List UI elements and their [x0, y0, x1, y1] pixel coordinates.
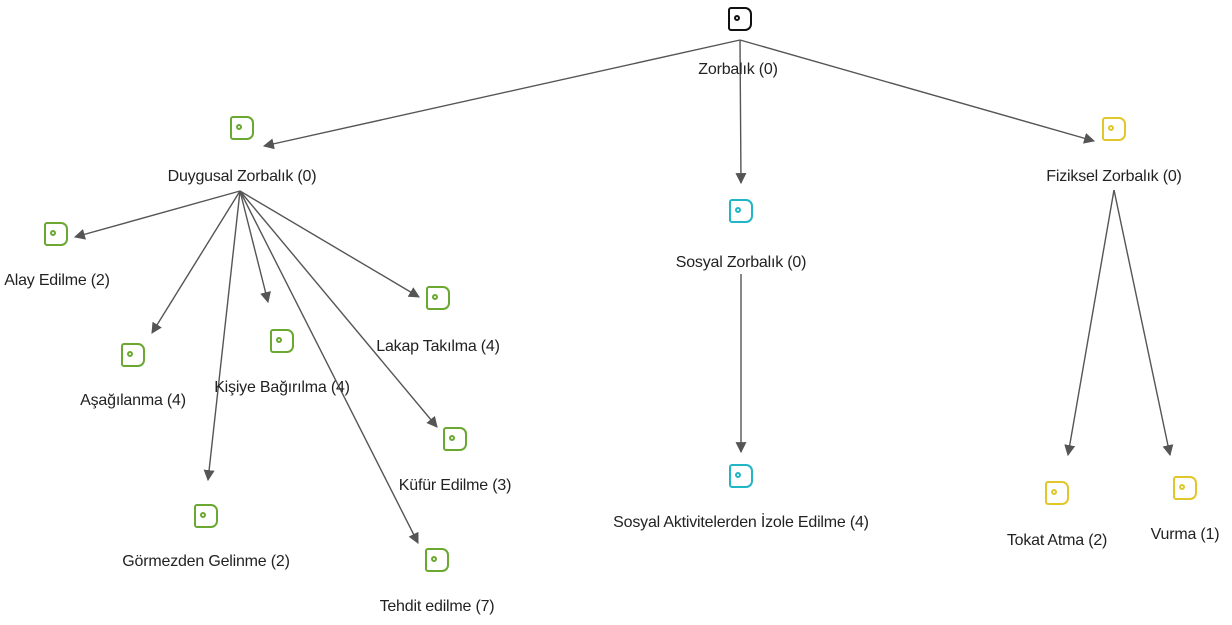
- node-label-asagilanma[interactable]: Aşağılanma (4): [80, 392, 186, 409]
- edge-root-to-duygusal: [262, 39, 741, 150]
- edge-fiziksel-to-vurma: [1113, 189, 1174, 457]
- node-label-tokat[interactable]: Tokat Atma (2): [1006, 532, 1108, 549]
- edge-root-to-sosyal: [735, 39, 747, 185]
- edge-duygusal-to-alay: [73, 190, 241, 240]
- code-icon[interactable]: [729, 464, 753, 488]
- node-label-sosyal[interactable]: Sosyal Zorbalık (0): [675, 254, 807, 271]
- code-icon[interactable]: [728, 7, 752, 31]
- code-icon[interactable]: [44, 222, 68, 246]
- code-icon[interactable]: [1102, 117, 1126, 141]
- node-label-root[interactable]: Zorbalık (0): [698, 61, 778, 78]
- code-icon[interactable]: [121, 343, 145, 367]
- edge-fiziksel-to-tokat: [1064, 189, 1115, 457]
- edge-duygusal-to-tehdit: [239, 190, 419, 544]
- node-label-kufur[interactable]: Küfür Edilme (3): [398, 477, 512, 494]
- node-label-alay[interactable]: Alay Edilme (2): [4, 272, 110, 289]
- node-label-tehdit[interactable]: Tehdit edilme (7): [379, 598, 495, 615]
- node-label-lakap[interactable]: Lakap Takılma (4): [376, 338, 500, 355]
- node-label-vurma[interactable]: Vurma (1): [1150, 526, 1220, 543]
- code-icon[interactable]: [1173, 476, 1197, 500]
- node-label-izole[interactable]: Sosyal Aktivitelerden İzole Edilme (4): [613, 514, 869, 531]
- edge-duygusal-to-lakap: [239, 190, 420, 298]
- node-label-kisiye[interactable]: Kişiye Bağırılma (4): [214, 379, 350, 396]
- code-icon[interactable]: [270, 329, 294, 353]
- edge-duygusal-to-gormezden: [203, 190, 241, 482]
- code-icon[interactable]: [426, 286, 450, 310]
- code-icon[interactable]: [230, 116, 254, 140]
- edge-duygusal-to-kufur: [239, 190, 438, 428]
- node-label-fiziksel[interactable]: Fiziksel Zorbalık (0): [1046, 168, 1182, 185]
- edge-duygusal-to-kisiye: [239, 190, 271, 304]
- edge-root-to-fiziksel: [739, 39, 1096, 144]
- edge-duygusal-to-asagilanma: [151, 190, 241, 334]
- code-icon[interactable]: [1045, 481, 1069, 505]
- code-icon[interactable]: [194, 504, 218, 528]
- node-label-duygusal[interactable]: Duygusal Zorbalık (0): [167, 168, 317, 185]
- code-icon[interactable]: [729, 199, 753, 223]
- code-icon[interactable]: [425, 548, 449, 572]
- node-label-gormezden[interactable]: Görmezden Gelinme (2): [122, 553, 290, 570]
- code-icon[interactable]: [443, 427, 467, 451]
